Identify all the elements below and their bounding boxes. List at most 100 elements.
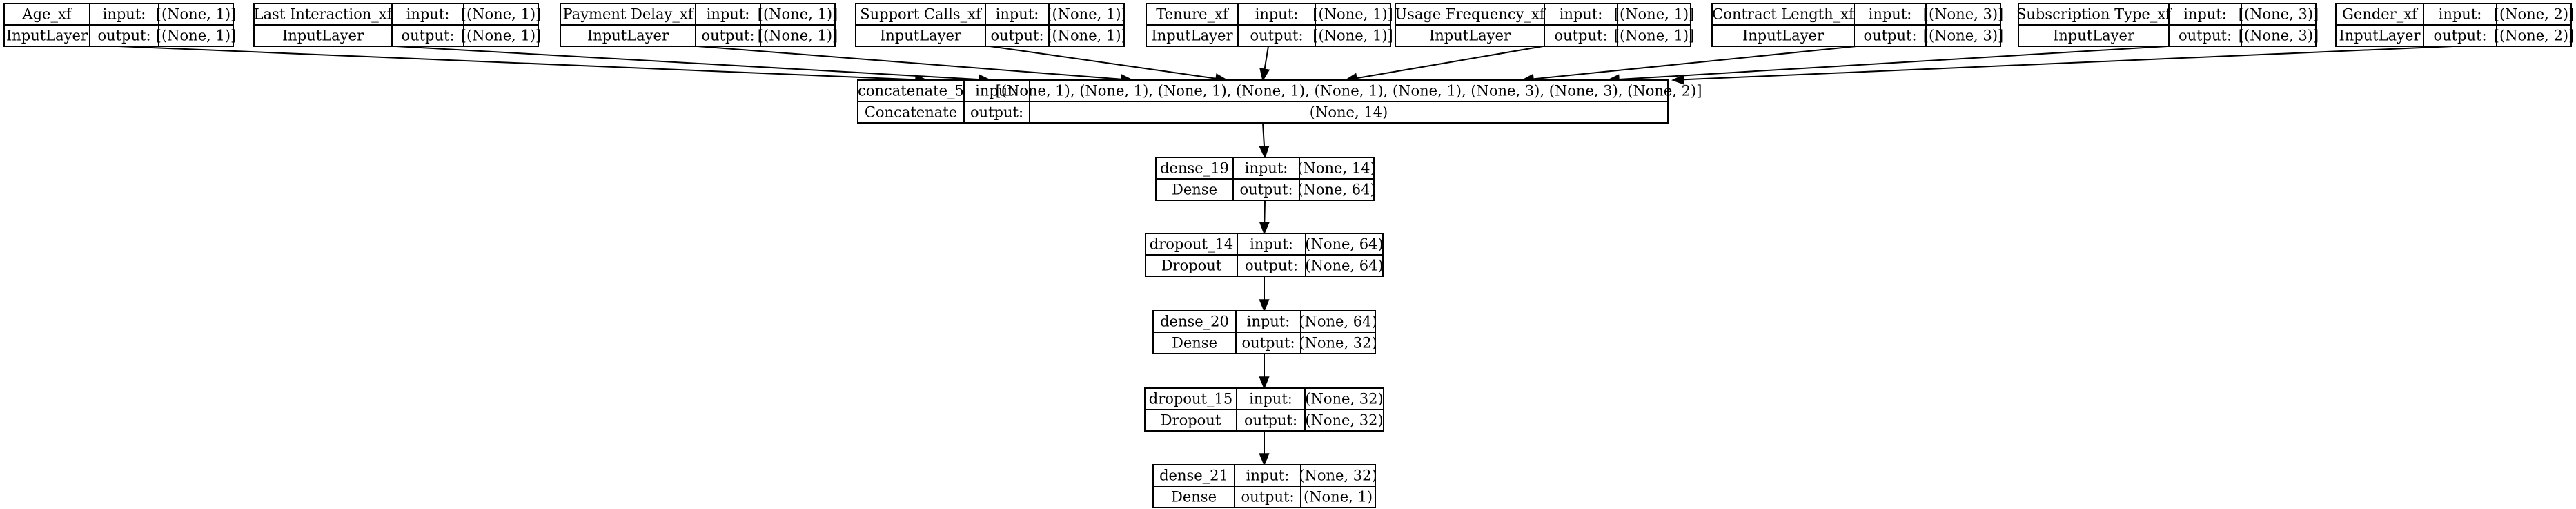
edge-line bbox=[1264, 46, 1269, 70]
layer-type: InputLayer bbox=[587, 28, 669, 44]
output-shape: [(None, 1)] bbox=[156, 28, 236, 44]
input-shape: (None, 32) bbox=[1305, 391, 1383, 407]
input-shape: [(None, 1)] bbox=[461, 6, 541, 23]
input-shape: [(None, 3)] bbox=[2239, 6, 2319, 23]
input-label: input: bbox=[1250, 236, 1293, 253]
layer-name: dense_20 bbox=[1160, 314, 1229, 330]
input-label: input: bbox=[1249, 391, 1292, 407]
output-shape: (None, 64) bbox=[1297, 182, 1375, 198]
edge-line bbox=[1356, 46, 1544, 79]
layer-name: Tenure_xf bbox=[1156, 6, 1230, 23]
output-shape: [(None, 1)] bbox=[1046, 28, 1126, 44]
arrowhead-icon bbox=[1259, 453, 1270, 466]
edge-support-to-concat bbox=[990, 46, 1228, 84]
layer-name: dropout_14 bbox=[1150, 236, 1233, 253]
edge-line bbox=[1618, 46, 2167, 81]
edge-sub-to-concat bbox=[1606, 46, 2167, 85]
output-shape: (None, 32) bbox=[1299, 335, 1377, 352]
layer-type: InputLayer bbox=[1151, 28, 1233, 44]
output-shape: [(None, 1)] bbox=[758, 28, 838, 44]
layer-name: Gender_xf bbox=[2342, 6, 2419, 23]
layer-node-concat[interactable]: concatenate_5Concatenateinput:output:[(N… bbox=[857, 79, 1702, 124]
input-label: input: bbox=[1247, 314, 1290, 330]
input-label: input: bbox=[103, 6, 146, 23]
input-shape: (None, 64) bbox=[1299, 314, 1377, 330]
output-shape: [(None, 2)] bbox=[2494, 28, 2574, 44]
arrowhead-icon bbox=[1259, 68, 1270, 81]
layer-type: InputLayer bbox=[2339, 28, 2421, 44]
edge-do14-to-d20 bbox=[1259, 276, 1270, 312]
layer-name: Subscription Type_xf bbox=[2016, 6, 2172, 23]
layer-type: Dropout bbox=[1161, 412, 1221, 429]
input-label: input: bbox=[707, 6, 750, 23]
output-shape: [(None, 1)] bbox=[461, 28, 541, 44]
layer-type: Dense bbox=[1172, 335, 1217, 352]
layer-name: dropout_15 bbox=[1149, 391, 1232, 407]
edge-d19-to-do14 bbox=[1259, 200, 1270, 235]
layer-type: InputLayer bbox=[2053, 28, 2135, 44]
layer-node-usage[interactable]: Usage Frequency_xfInputLayerinput:output… bbox=[1395, 3, 1694, 47]
edge-line bbox=[1683, 46, 2454, 81]
layer-type: Dropout bbox=[1161, 258, 1222, 274]
output-label: output: bbox=[1554, 28, 1607, 44]
layer-name: Contract Length_xf bbox=[1712, 6, 1856, 23]
output-shape: (None, 1) bbox=[1304, 489, 1373, 506]
output-label: output: bbox=[401, 28, 454, 44]
input-label: input: bbox=[1560, 6, 1603, 23]
output-label: output: bbox=[970, 104, 1023, 121]
layer-node-support[interactable]: Support Calls_xfInputLayerinput:output:[… bbox=[855, 3, 1127, 47]
input-label: input: bbox=[2439, 6, 2482, 23]
input-label: input: bbox=[1255, 6, 1299, 23]
edge-concat-to-d19 bbox=[1259, 122, 1270, 159]
output-label: output: bbox=[2433, 28, 2486, 44]
output-label: output: bbox=[2179, 28, 2232, 44]
output-shape: (None, 32) bbox=[1305, 412, 1383, 429]
edge-last-to-concat bbox=[395, 46, 992, 85]
edge-do15-to-d21 bbox=[1259, 431, 1270, 466]
input-label: input: bbox=[1869, 6, 1912, 23]
input-label: input: bbox=[406, 6, 450, 23]
input-label: input: bbox=[1245, 160, 1288, 177]
input-shape: (None, 64) bbox=[1305, 236, 1383, 253]
input-label: input: bbox=[1246, 468, 1290, 484]
output-label: output: bbox=[701, 28, 754, 44]
input-shape: [(None, 1)] bbox=[1614, 6, 1694, 23]
output-label: output: bbox=[1863, 28, 1916, 44]
arrowhead-icon bbox=[1259, 145, 1270, 159]
output-label: output: bbox=[1239, 182, 1292, 198]
input-shape: (None, 14) bbox=[1297, 160, 1375, 177]
input-shape: [(None, 1)] bbox=[758, 6, 838, 23]
layer-node-tenure[interactable]: Tenure_xfInputLayerinput:output:[(None, … bbox=[1146, 3, 1393, 47]
output-label: output: bbox=[990, 28, 1043, 44]
input-shape: (None, 32) bbox=[1299, 468, 1377, 484]
input-shape: [(None, 1), (None, 1), (None, 1), (None,… bbox=[996, 83, 1702, 99]
output-label: output: bbox=[1241, 335, 1295, 352]
edge-age-to-concat bbox=[118, 46, 928, 85]
arrowhead-icon bbox=[1259, 222, 1270, 235]
layer-type: InputLayer bbox=[6, 28, 88, 44]
layer-node-last[interactable]: Last Interaction_xfInputLayerinput:outpu… bbox=[253, 3, 542, 47]
input-shape: [(None, 1)] bbox=[1046, 6, 1126, 23]
layer-name: Payment Delay_xf bbox=[562, 6, 694, 23]
layer-type: InputLayer bbox=[1742, 28, 1825, 44]
layer-type: Concatenate bbox=[865, 104, 957, 121]
output-shape: (None, 64) bbox=[1305, 258, 1383, 274]
input-shape: [(None, 1)] bbox=[156, 6, 236, 23]
edge-tenure-to-concat bbox=[1259, 46, 1270, 81]
layer-type: Dense bbox=[1172, 182, 1217, 198]
input-label: input: bbox=[2183, 6, 2227, 23]
layer-name: Usage Frequency_xf bbox=[1395, 6, 1546, 23]
layer-name: Age_xf bbox=[21, 6, 72, 23]
